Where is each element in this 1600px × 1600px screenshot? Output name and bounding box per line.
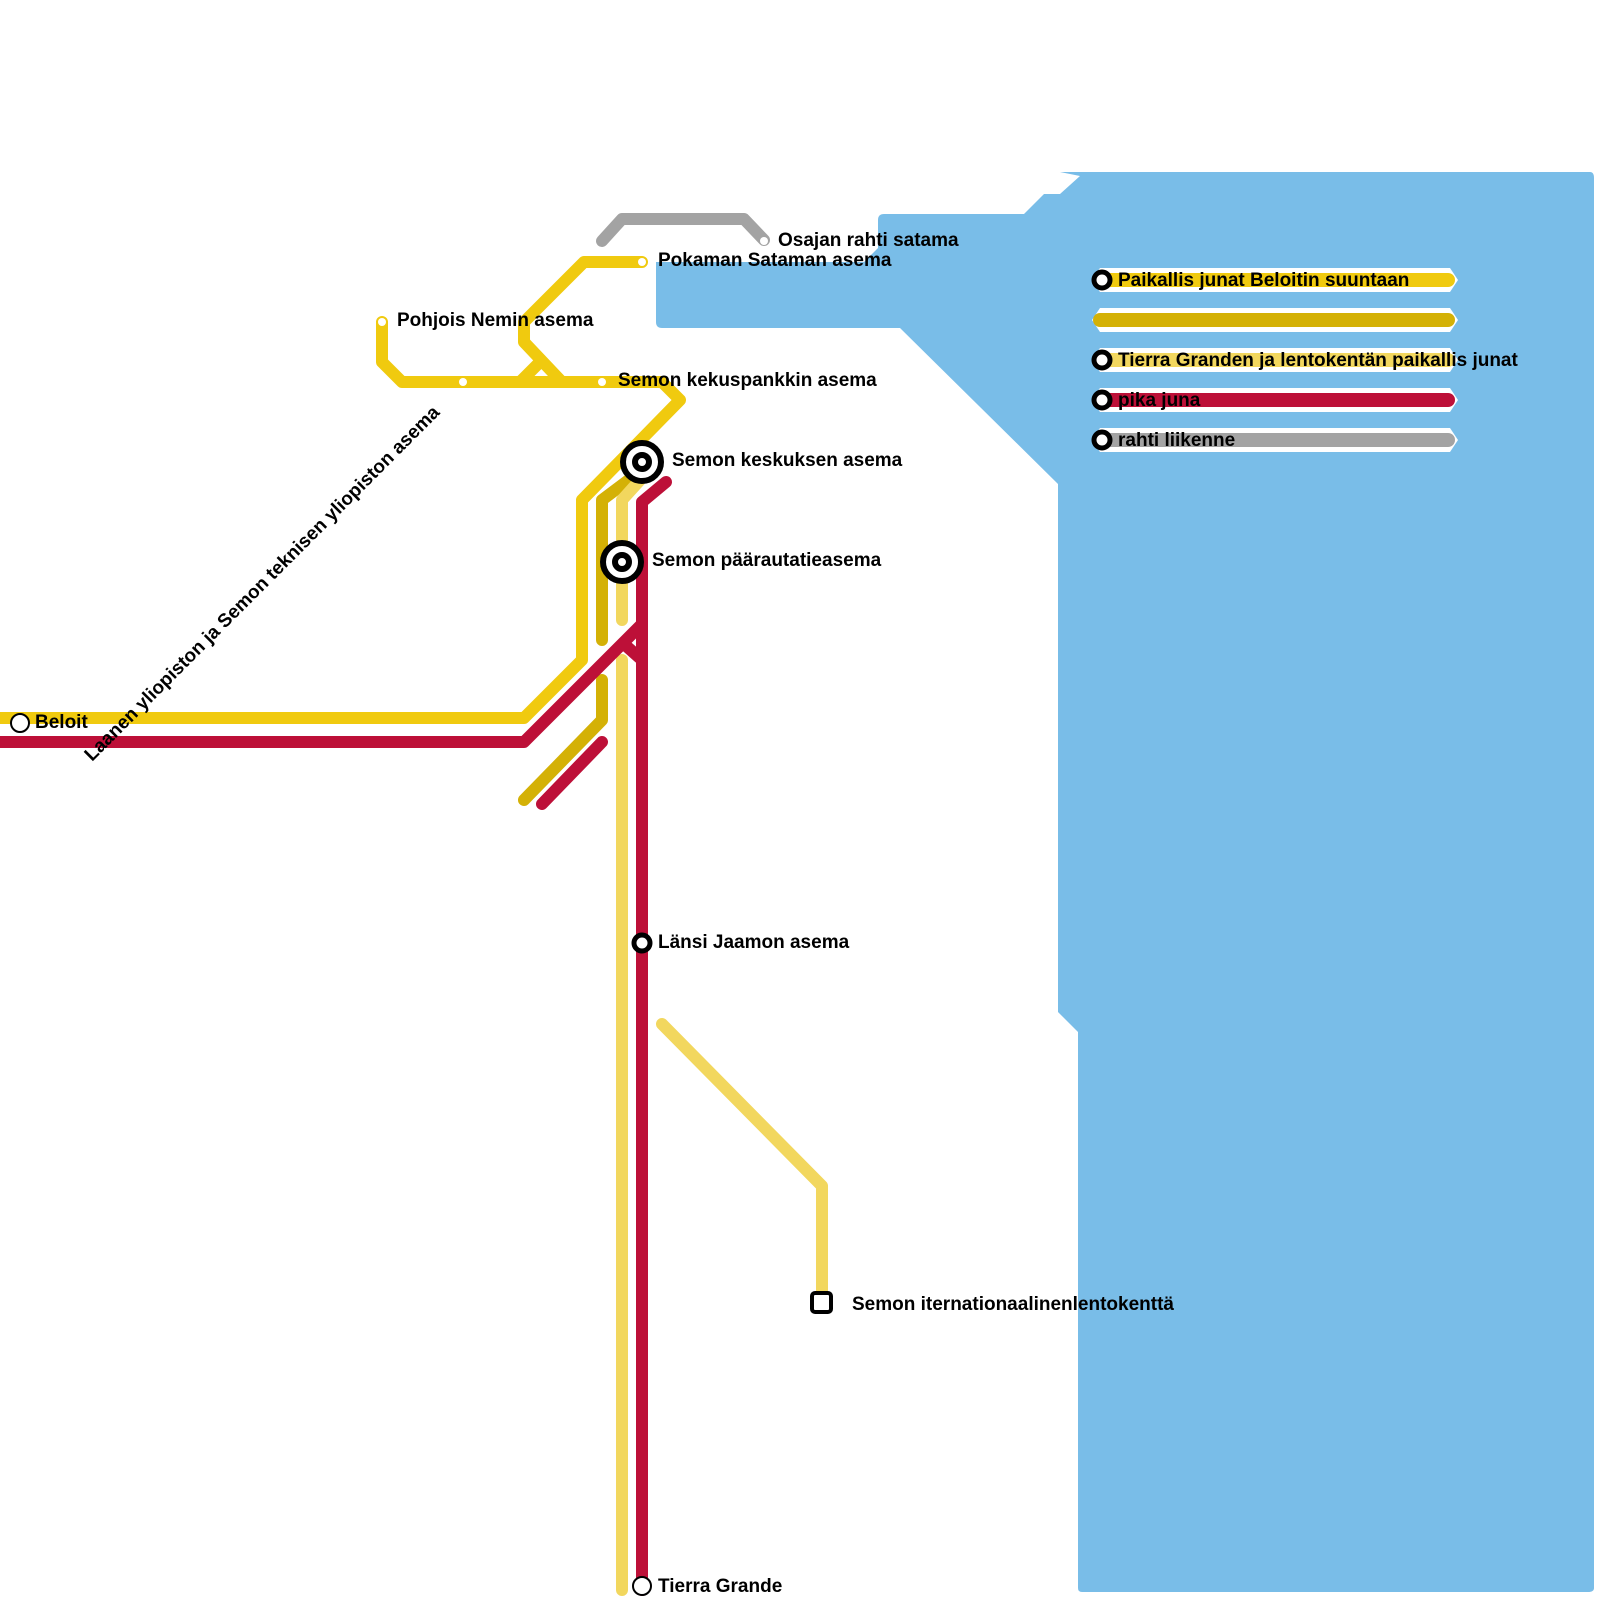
- express-line-west: [0, 618, 648, 748]
- express-line-spur: [536, 736, 608, 810]
- dark-yellow-line-south: [518, 674, 608, 806]
- legend-station-icon: [1091, 389, 1113, 411]
- interchange-station-icon[interactable]: [620, 440, 664, 484]
- legend-label: Tierra Granden ja lentokentän paikallis …: [1118, 350, 1518, 371]
- legend-station-icon: [1091, 269, 1113, 291]
- legend-item: rahti liikenne: [1091, 428, 1458, 452]
- terminal-station-icon[interactable]: [10, 713, 30, 733]
- stop-dot-icon[interactable]: [459, 378, 467, 386]
- station-label-lansi-jaamo: Länsi Jaamon asema: [658, 932, 850, 953]
- station-label-pokaman: Pokaman Sataman asema: [658, 250, 892, 271]
- legend-item: Paikallis junat Beloitin suuntaan: [1091, 268, 1458, 292]
- station-label-keskus: Semon keskuksen asema: [672, 450, 903, 471]
- station-label-pohjois-nemin: Pohjois Nemin asema: [397, 310, 594, 331]
- local-line-pohjois-branch: [0, 316, 686, 724]
- legend-item: pika juna: [1091, 388, 1458, 412]
- legend-station-icon: [1091, 429, 1113, 451]
- station-label-university: Laanen yliopiston ja Semon teknisen ylio…: [81, 402, 445, 766]
- local-line-connector: [514, 356, 546, 388]
- freight-line: [596, 213, 770, 247]
- legend-item: Tierra Granden ja lentokentän paikallis …: [1091, 348, 1518, 372]
- legend-label: Paikallis junat Beloitin suuntaan: [1118, 270, 1409, 291]
- station-label-airport: Semon iternationaalinenlentokenttä: [852, 1294, 1174, 1315]
- local-line-pokaman-branch: [518, 256, 648, 386]
- station-label-beloit: Beloit: [35, 712, 88, 733]
- terminal-station-icon[interactable]: [632, 1576, 652, 1596]
- stop-dot-icon[interactable]: [760, 237, 768, 245]
- airport-station-icon[interactable]: [810, 1291, 833, 1314]
- legend-label: rahti liikenne: [1118, 430, 1235, 451]
- legend-label: pika juna: [1118, 390, 1201, 411]
- stop-dot-icon[interactable]: [638, 258, 646, 266]
- station-label-kekuspankki: Semon kekuspankkin asema: [618, 370, 877, 391]
- water-body: [656, 172, 1594, 1592]
- station-label-paarautatie: Semon päärautatieasema: [652, 550, 882, 571]
- airport-branch-line: [656, 1018, 828, 1296]
- interchange-station-icon[interactable]: [600, 540, 644, 584]
- legend-item: [1092, 308, 1458, 332]
- legend-station-icon: [1091, 349, 1113, 371]
- station-label-osajan: Osajan rahti satama: [778, 230, 959, 251]
- station-icon[interactable]: [631, 932, 653, 954]
- express-line-trunk: [636, 476, 672, 1596]
- stop-dot-icon[interactable]: [378, 318, 386, 326]
- dark-yellow-line-north: [596, 464, 648, 646]
- stop-dot-icon[interactable]: [598, 378, 606, 386]
- station-label-tierra-grande: Tierra Grande: [658, 1576, 782, 1597]
